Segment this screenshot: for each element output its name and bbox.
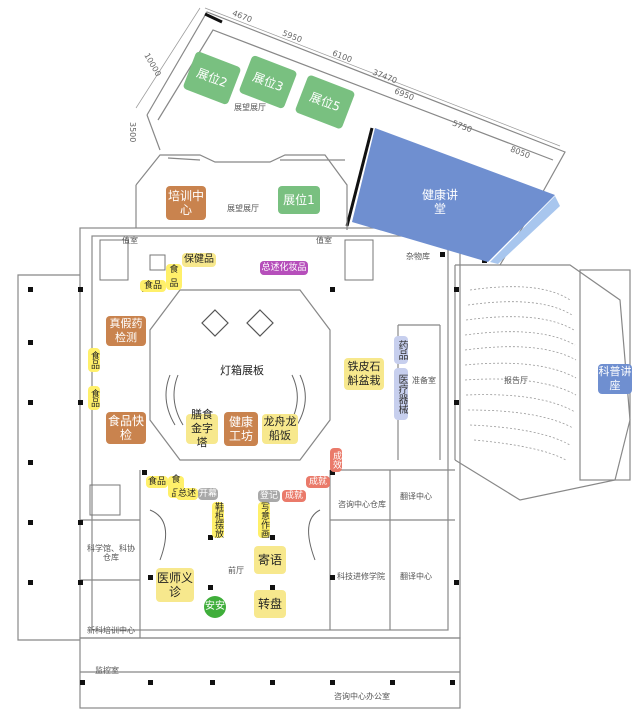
zone-safe-mascot[interactable]: 安安 (204, 596, 226, 618)
columns (28, 252, 487, 685)
zone-food-a[interactable]: 食品 (166, 264, 182, 290)
room-front-hall: 前厅 (228, 565, 244, 575)
room-storage: 杂物库 (406, 251, 430, 261)
zone-achievement[interactable]: 成就 (282, 490, 306, 502)
room-consult-office: 咨询中心办公室 (334, 691, 390, 701)
room-tech-school: 科技进修学院 (337, 571, 385, 581)
auditorium-seats (464, 286, 577, 461)
room-lecture-hall: 报告厅 (504, 375, 528, 385)
zone-sketch[interactable]: 写意作画 (258, 502, 270, 538)
zone-food-quick-test[interactable]: 食品快检 (106, 412, 146, 444)
zone-achievement-2[interactable]: 成就 (306, 476, 330, 488)
zone-drugs[interactable]: 药品 (394, 336, 408, 364)
room-science-warehouse: 科学馆、科协仓库 (87, 544, 135, 562)
thick-walls (204, 12, 374, 227)
zone-health-workshop[interactable]: 健康工坊 (224, 412, 258, 446)
room-translation-top: 翻译中心 (400, 491, 432, 501)
zone-science-lecture[interactable]: 科普讲座 (598, 364, 632, 394)
zone-opening[interactable]: 开幕 (198, 488, 218, 500)
room-prep: 准备室 (412, 375, 436, 385)
main-building-walls (17, 154, 631, 709)
room-exhibit-hall-mid: 展望展厅 (227, 203, 259, 213)
stair-blocks (89, 239, 374, 516)
zone-turntable[interactable]: 转盘 (254, 590, 286, 618)
lightbox-fixtures (201, 309, 274, 337)
dim-label-8: 3500 (128, 122, 137, 143)
room-new-training: 新科培训中心 (87, 625, 135, 635)
room-exhibit-hall-top: 展望展厅 (234, 102, 266, 112)
room-office-right: 值室 (316, 235, 332, 245)
zone-register[interactable]: 登记 (258, 490, 280, 502)
zone-health-lecture[interactable]: 健康讲堂 (421, 188, 458, 216)
zone-food-e[interactable]: 食品 (146, 476, 168, 488)
zone-summary[interactable]: 总述 (176, 488, 198, 500)
zone-training-center[interactable]: 培训中心 (166, 186, 206, 220)
zone-diet-pyramid[interactable]: 膳食金字塔 (186, 408, 218, 449)
zone-cosmetics[interactable]: 总述化妆品 (260, 261, 308, 275)
zone-medical-devices[interactable]: 医疗器械 (394, 368, 408, 420)
zone-health-products[interactable]: 保健品 (182, 253, 216, 267)
booth-1[interactable]: 展位1 (278, 186, 320, 214)
room-consult-warehouse: 咨询中心仓库 (338, 499, 386, 509)
room-monitor: 监控室 (95, 665, 119, 675)
zone-food-b[interactable]: 食品 (140, 280, 166, 292)
zone-dendrobium[interactable]: 铁皮石斛盆栽 (344, 358, 384, 390)
zone-lightbox[interactable]: 灯箱展板 (220, 364, 264, 377)
zone-achievement-3[interactable]: 成效 (330, 448, 342, 472)
zone-dragon-boat[interactable]: 龙舟龙船饭 (262, 414, 298, 444)
zone-shoe-cabinet[interactable]: 鞋柜摆放 (212, 502, 224, 538)
zone-food-d[interactable]: 食品 (88, 386, 100, 410)
room-office-left: 值室 (122, 235, 138, 245)
room-translation: 翻译中心 (400, 571, 432, 581)
dimension-lines (135, 7, 561, 147)
zone-fake-drug-test[interactable]: 真假药检测 (106, 316, 146, 346)
zone-doctor-clinic[interactable]: 医师义诊 (156, 568, 194, 602)
zone-message[interactable]: 寄语 (254, 546, 286, 574)
zone-food-c[interactable]: 食品 (88, 348, 100, 372)
